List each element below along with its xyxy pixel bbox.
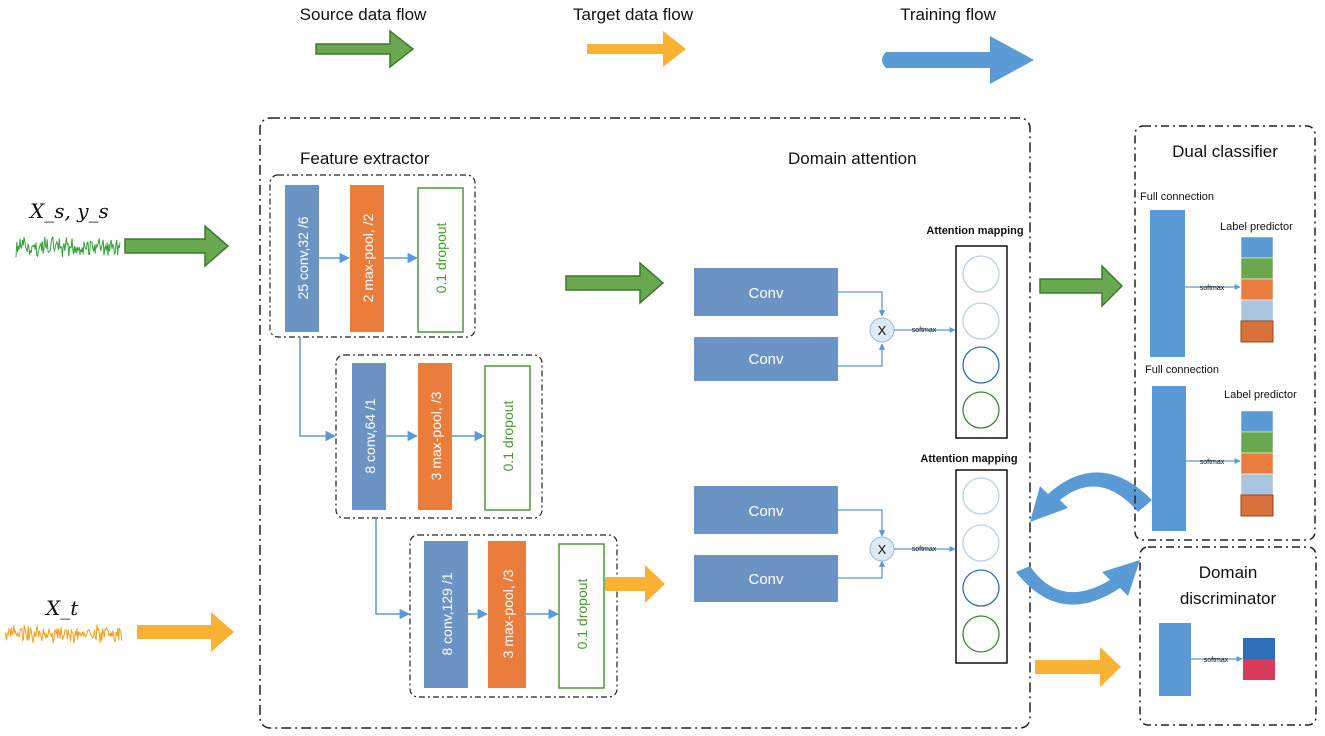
classifier1-class-2: [1240, 257, 1274, 280]
attention2-mapping-label: Attention mapping: [920, 453, 1017, 465]
block2-pool-layer: [418, 363, 452, 510]
classifier1-fc-layer: [1150, 210, 1185, 357]
block2-dropout-layer: [484, 365, 531, 511]
legend-training-arrow: [882, 36, 1034, 84]
classifier2-class-4: [1240, 473, 1274, 496]
classifier1-class-5: [1240, 320, 1274, 343]
legend-source-label: Source data flow: [300, 5, 427, 24]
attention2-map-cell-1: [962, 477, 1000, 515]
attention2-conv-top: [694, 486, 838, 534]
block2-pool-label: 3 max-pool, /3: [428, 391, 444, 480]
attention1-map-cell-2: [962, 302, 1000, 340]
classifier2-softmax-label: softmax: [1200, 459, 1225, 466]
block2-to-block3-connector: [375, 518, 411, 620]
discriminator-title-line2: discriminator: [1180, 589, 1277, 608]
attention1-conv-bottom: [694, 337, 838, 381]
attention2-conv-bottom-label: Conv: [748, 571, 784, 588]
attention1-map-cell-4: [962, 391, 1000, 429]
block3-pool-layer: [488, 541, 526, 688]
discriminator-softmax-label: softmax: [1204, 657, 1229, 664]
block2-conv-label: 8 conv,64 /1: [362, 398, 378, 473]
block3-pool-label: 3 max-pool, /3: [500, 569, 516, 658]
attention1-top-line: [838, 291, 886, 317]
attention1-mapping-label: Attention mapping: [926, 225, 1023, 237]
classifier2-class-1: [1240, 410, 1274, 433]
classifier2-fc-label: Full connection: [1145, 364, 1219, 376]
attention1-conv-bottom-label: Conv: [748, 351, 784, 368]
source-input-arrow: [124, 224, 230, 268]
block1-pool-label: 2 max-pool, /2: [360, 213, 376, 302]
legend-source-arrow: [315, 29, 415, 69]
dual-classifier-title: Dual classifier: [1172, 142, 1278, 161]
target-to-discriminator-arrow: [1035, 647, 1121, 687]
legend-target-arrow: [587, 31, 686, 67]
discriminator-title-line1: Domain: [1199, 563, 1258, 582]
attention2-top-line: [838, 509, 886, 537]
discriminator-fc-layer: [1159, 623, 1191, 696]
classifier1-class-3: [1240, 278, 1274, 301]
training-arrow-upper: [1030, 472, 1152, 522]
target-input-arrow: [137, 612, 234, 652]
classifier2-class-3: [1240, 452, 1274, 475]
target-feature-arrow: [605, 565, 665, 603]
attention1-softmax-label: softmax: [912, 327, 937, 334]
attention1-multiply-symbol: X: [878, 323, 887, 338]
attention2-map-cell-3: [962, 569, 1000, 607]
feature-extractor-title: Feature extractor: [300, 149, 430, 168]
attention2-map-cell-4: [962, 615, 1000, 653]
block2-dropout-label: 0.1 dropout: [500, 400, 516, 471]
source-signal-waveform: [15, 236, 121, 258]
source-input-label: X_s, y_s: [28, 199, 109, 223]
block3-conv-layer: [424, 541, 468, 688]
feature-block-2: [335, 354, 543, 519]
discriminator-domain-source: [1243, 638, 1275, 659]
block1-conv-layer: [285, 185, 319, 332]
block1-conv-label: 25 conv,32 /6: [295, 216, 311, 299]
target-signal-waveform: [4, 624, 123, 644]
source-to-classifier-arrow: [1039, 264, 1124, 308]
feature-block-3: [409, 534, 618, 698]
domain-discriminator-container: [1139, 546, 1317, 726]
classifier1-fc-label: Full connection: [1140, 191, 1214, 203]
discriminator-domain-target: [1243, 659, 1275, 680]
attention1-conv-top-label: Conv: [748, 285, 784, 302]
dual-classifier-container: [1134, 125, 1316, 541]
attention1-bottom-line: [838, 343, 886, 367]
legend-training-label: Training flow: [900, 5, 996, 24]
attention2-conv-bottom: [694, 555, 838, 602]
classifier1-class-4: [1240, 299, 1274, 322]
attention2-map-cell-2: [962, 524, 1000, 562]
classifier1-softmax-label: softmax: [1200, 285, 1225, 292]
block3-dropout-label: 0.1 dropout: [574, 578, 590, 649]
attention1-map-cell-3: [962, 346, 1000, 384]
classifier2-predictor-label: Label predictor: [1224, 389, 1297, 401]
block1-dropout-layer: [417, 187, 464, 333]
classifier1-class-1: [1240, 236, 1274, 259]
target-input-label: X_t: [44, 596, 79, 620]
attention1-conv-top: [694, 268, 838, 316]
attention2-multiply-symbol: X: [878, 542, 887, 557]
domain-attention-title: Domain attention: [788, 149, 917, 168]
classifier1-predictor-label: Label predictor: [1220, 221, 1293, 233]
feature-block-1: [269, 174, 476, 338]
attention2-softmax-label: softmax: [912, 546, 937, 553]
training-arrow-lower: [1016, 560, 1140, 605]
classifier2-class-2: [1240, 431, 1274, 454]
block1-to-block2-connector: [299, 337, 337, 442]
block1-pool-layer: [350, 185, 384, 332]
attention1-map-cell-1: [962, 255, 1000, 293]
block3-dropout-layer: [558, 543, 605, 689]
block3-conv-label: 8 conv,129 /1: [439, 572, 455, 655]
attention2-conv-top-label: Conv: [748, 503, 784, 520]
attention2-bottom-line: [838, 560, 886, 579]
classifier2-class-5: [1240, 494, 1274, 517]
main-container: [259, 117, 1031, 729]
block1-dropout-label: 0.1 dropout: [433, 222, 449, 293]
legend-target-label: Target data flow: [573, 5, 694, 24]
block2-conv-layer: [352, 363, 386, 510]
classifier2-fc-layer: [1152, 386, 1186, 531]
source-feature-arrow: [565, 261, 665, 305]
